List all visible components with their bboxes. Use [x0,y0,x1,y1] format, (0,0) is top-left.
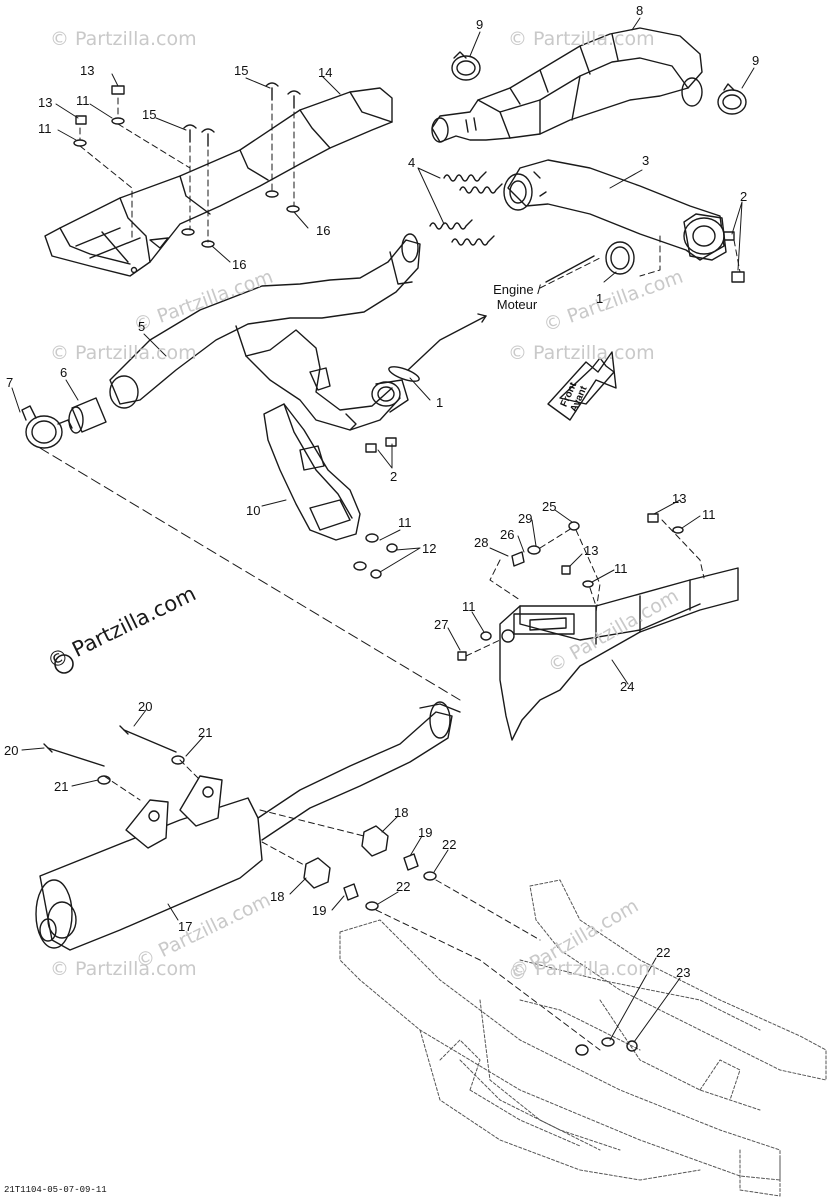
watermark-faint: © Partzilla.com [50,28,197,50]
callout-20: 20 [138,699,153,714]
callout-12: 12 [422,541,437,556]
callout-14: 14 [318,65,333,80]
callout-2: 2 [740,189,748,204]
hose-clamp-right [717,83,747,115]
callout-15: 15 [142,107,157,122]
bolts-part-20-21 [43,725,185,785]
callout-3: 3 [642,153,650,168]
callout-16: 16 [232,257,247,272]
callout-19: 19 [418,825,433,840]
callout-13: 13 [584,543,599,558]
engine-label-line2: Moteur [496,297,538,312]
callout-18: 18 [270,889,285,904]
engine-label-line1: Engine / [493,282,541,297]
heat-shield-lower [263,403,361,541]
callout-29: 29 [518,511,533,526]
callout-17: 17 [178,919,193,934]
watermark-faint: © Partzilla.com [510,958,657,980]
callout-21: 21 [54,779,69,794]
hose-clamp-left [451,51,481,81]
copyright-icon [54,654,74,674]
callout-23: 23 [676,965,691,980]
front-header-pipe [503,159,727,261]
gasket-1-lower [388,366,420,382]
nuts-part-2-lower [365,437,397,453]
callout-1: 1 [436,395,444,410]
callout-22: 22 [396,879,411,894]
engine-label: Engine / Moteur [484,282,550,312]
vehicle-frame [339,879,827,1197]
muffler [35,701,461,951]
callout-2: 2 [390,469,398,484]
callout-22: 22 [442,837,457,852]
intake-duct [431,27,703,143]
callout-27: 27 [434,617,449,632]
callout-19: 19 [312,903,327,918]
callout-13: 13 [672,491,687,506]
callout-18: 18 [394,805,409,820]
watermark-faint: © Partzilla.com [508,28,655,50]
callout-1: 1 [596,291,604,306]
document-id: 21T1104-05-07-09-11 [4,1185,107,1195]
callout-24: 24 [620,679,635,694]
callout-5: 5 [138,319,146,334]
callout-13: 13 [80,63,95,78]
watermark-faint: © Partzilla.com [508,342,655,364]
callout-11: 11 [38,121,52,136]
exhaust-sleeve [68,397,107,434]
guide-lines-muffler [103,759,601,1051]
exhaust-clamp [21,405,73,449]
callout-15: 15 [234,63,249,78]
callout-16: 16 [316,223,331,238]
guide-lines-upper-left [79,97,295,243]
exhaust-springs [429,171,503,246]
callout-8: 8 [636,3,644,18]
mid-pipe [109,233,421,431]
heat-shield-side [499,567,739,741]
callout-11: 11 [702,507,716,522]
callout-11: 11 [462,599,476,614]
callout-9: 9 [752,53,760,68]
callout-11: 11 [76,93,90,108]
callout-25: 25 [542,499,557,514]
arrow-to-engine-upper [545,255,595,283]
arrow-to-engine-lower [407,315,487,371]
guide-line-clamp-to-tailpipe [39,447,461,701]
callout-26: 26 [500,527,515,542]
leader-lines [11,17,755,1043]
callout-22: 22 [656,945,671,960]
callout-9: 9 [476,17,484,32]
watermark-faint: © Partzilla.com [50,958,197,980]
callout-13: 13 [38,95,53,110]
nuts-part-22-23 [575,1037,638,1056]
front-arrow-outline [547,351,617,421]
grommets-part-18-19-22 [303,825,437,911]
callout-6: 6 [60,365,68,380]
callout-11: 11 [614,561,628,576]
callout-21: 21 [198,725,213,740]
arrow-head-lower [477,313,487,323]
callout-4: 4 [408,155,416,170]
heat-shield-upper [44,87,393,277]
guide-lines-side-shield [465,519,705,657]
callout-7: 7 [6,375,14,390]
watermark-faint: © Partzilla.com [50,342,197,364]
washers-part-11-12 [353,533,398,579]
callout-28: 28 [474,535,489,550]
callout-11: 11 [398,515,412,530]
gasket-1-upper [605,241,635,275]
fasteners-upper-left [73,82,301,248]
callout-10: 10 [246,503,261,518]
guide-lines-header [539,235,741,289]
callout-20: 20 [4,743,19,758]
front-arrow-shape [559,357,615,405]
